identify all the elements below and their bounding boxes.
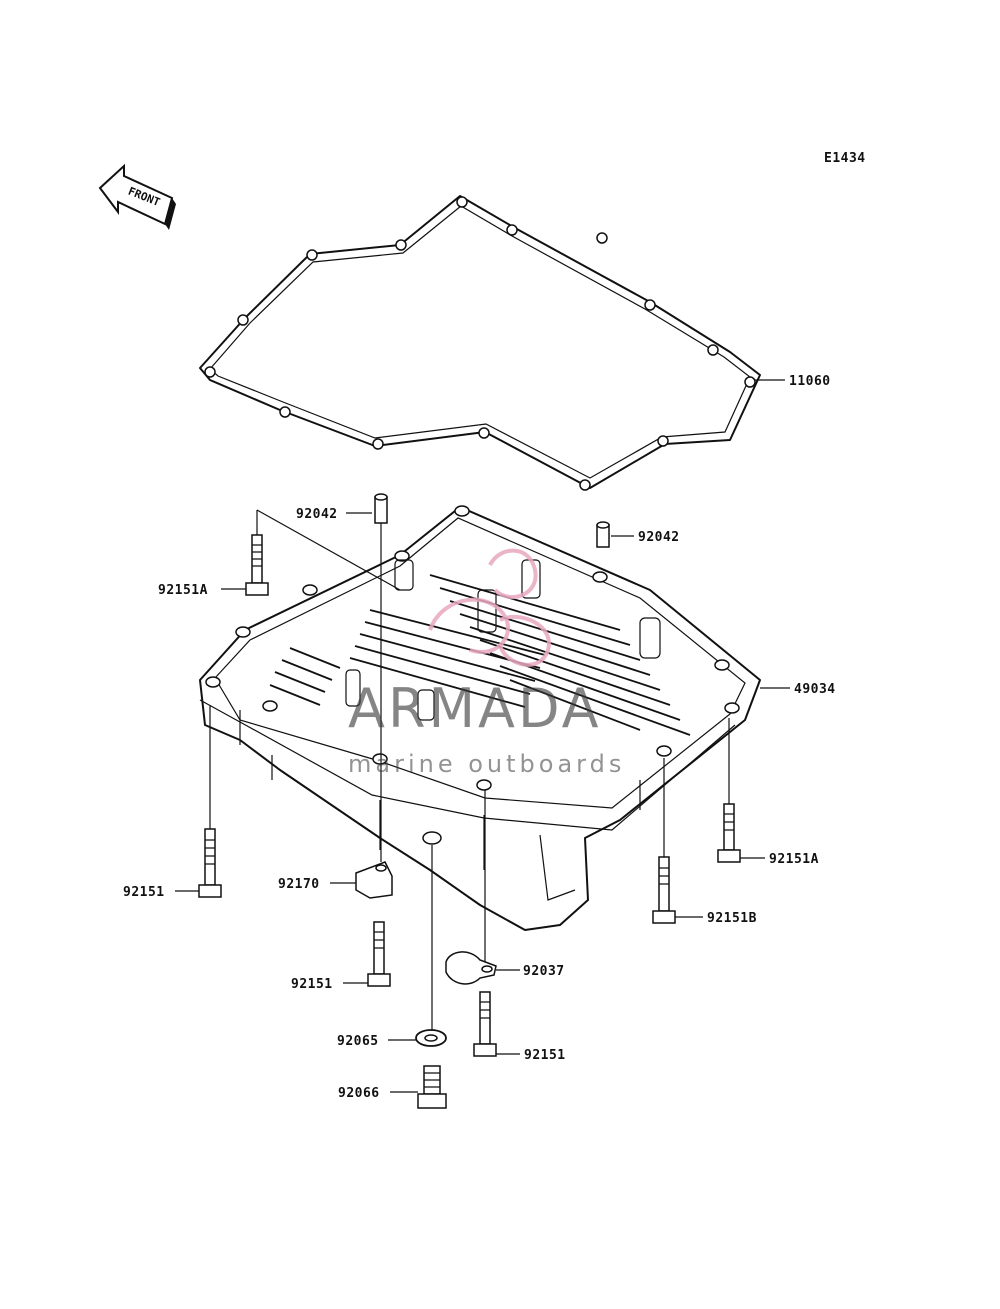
label-gasket: 11060 — [789, 374, 831, 389]
bolt-a-left — [245, 534, 269, 596]
label-dowel-left: 92042 — [296, 507, 338, 522]
dowel-pin-left — [374, 493, 388, 524]
label-bolt-b: 92151B — [707, 911, 757, 926]
leader-lines — [175, 379, 790, 1093]
clamp-left — [355, 861, 393, 899]
bolt-clamp-right — [473, 991, 497, 1057]
bolt-b — [652, 856, 676, 924]
front-arrow-icon: FRONT — [98, 163, 176, 230]
dowel-pin-right — [596, 521, 610, 548]
diagram-code: E1434 — [824, 151, 866, 166]
label-dowel-right: 92042 — [638, 530, 680, 545]
drain-plug — [417, 1065, 447, 1109]
label-bolt-a-right: 92151A — [769, 852, 819, 867]
washer — [415, 1029, 447, 1047]
watermark-logo-icon — [428, 548, 551, 667]
label-washer: 92065 — [337, 1034, 379, 1049]
label-bolt-clamp-right: 92151 — [524, 1048, 566, 1063]
watermark-tagline: marine outboards — [348, 750, 625, 778]
bolt-front-left — [198, 828, 222, 898]
label-bolt-front-left: 92151 — [123, 885, 165, 900]
watermark-brand: ARMADA — [348, 677, 602, 740]
label-bolt-clamp-left: 92151 — [291, 977, 333, 992]
label-drain-plug: 92066 — [338, 1086, 380, 1101]
bolt-a-right — [717, 803, 741, 863]
bolt-clamp-left — [367, 921, 391, 987]
clamp-right — [445, 951, 497, 985]
label-clamp-left: 92170 — [278, 877, 320, 892]
label-clamp-right: 92037 — [523, 964, 565, 979]
oil-pan-gasket — [199, 195, 761, 491]
label-bolt-a-left: 92151A — [158, 583, 208, 598]
watermark: ARMADA marine outboards — [348, 548, 625, 778]
label-oil-pan: 49034 — [794, 682, 836, 697]
